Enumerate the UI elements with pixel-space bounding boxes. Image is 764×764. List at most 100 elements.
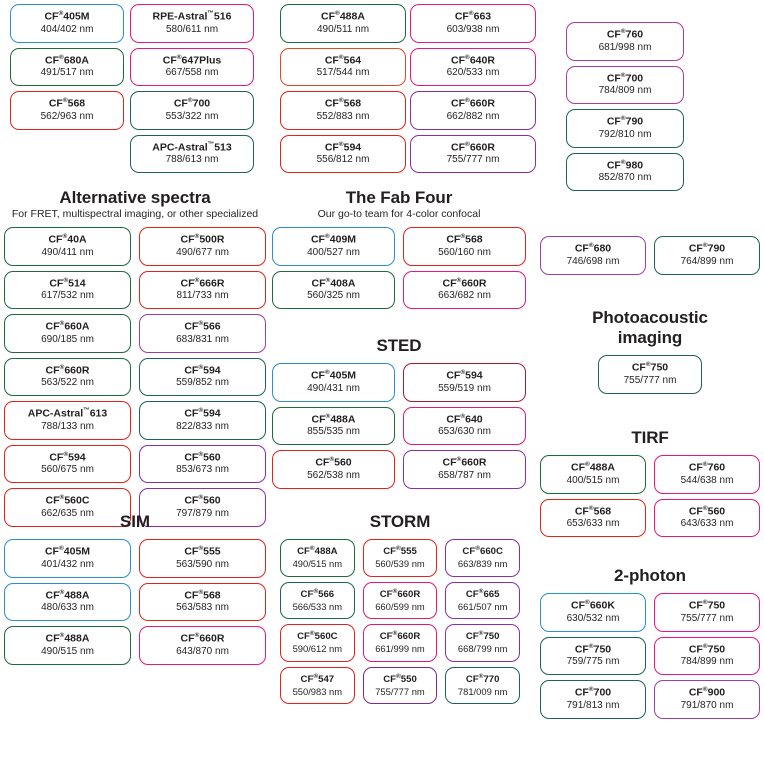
dye-name: CF®594 (446, 369, 483, 382)
dye-wavelengths: 667/558 nm (165, 67, 219, 79)
dye-name: CF®405M (310, 369, 357, 382)
dye-name: CF®666R (180, 276, 225, 290)
dye-name: CF®660R (442, 276, 487, 290)
trademark-symbol: ® (338, 53, 344, 61)
dye-name: CF®547 (300, 672, 335, 685)
dye-name: CF®555 (383, 545, 417, 558)
dye-wavelengths: 755/777 nm (680, 612, 734, 624)
trademark-symbol: ® (63, 450, 69, 458)
trademark-symbol: ® (198, 588, 204, 596)
dye-wavelengths: 580/611 nm (165, 23, 219, 35)
dye-name: CF®408A (311, 276, 356, 290)
dye-name: CF®568 (48, 97, 86, 110)
dye-wavelengths: 560/675 nm (41, 464, 94, 476)
trademark-symbol: ® (198, 494, 204, 502)
dye-wavelengths: 556/812 nm (316, 154, 370, 166)
section-title: 2-photon (614, 566, 686, 585)
dye-wavelengths: 661/999 nm (375, 643, 425, 655)
